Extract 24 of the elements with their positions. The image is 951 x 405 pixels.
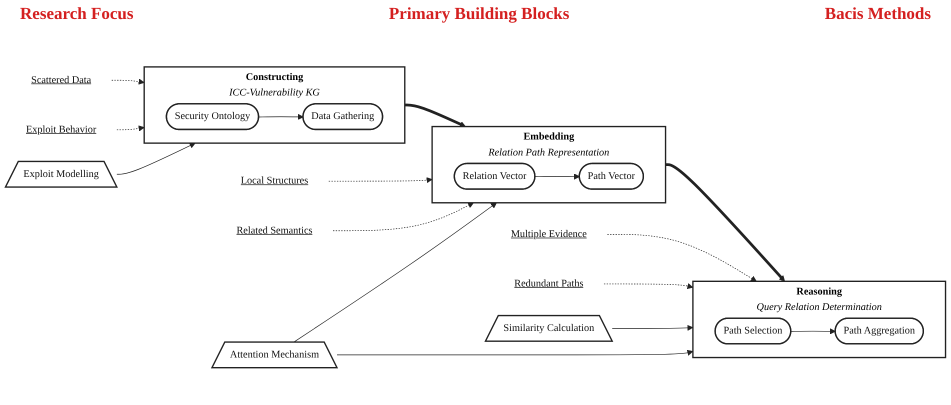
arrow bbox=[404, 104, 466, 128]
node-text: Scattered Data bbox=[31, 74, 92, 86]
arrow bbox=[294, 202, 497, 342]
arrow bbox=[612, 324, 694, 331]
arrow bbox=[111, 78, 144, 85]
arrow bbox=[790, 328, 836, 334]
node-text: Redundant Paths bbox=[514, 278, 584, 290]
arrow bbox=[328, 177, 432, 184]
node-text: Multiple Evidence bbox=[510, 228, 587, 240]
arrow bbox=[604, 283, 694, 289]
arrow bbox=[116, 125, 144, 132]
arrow bbox=[607, 234, 757, 282]
arrow bbox=[534, 174, 580, 180]
arrow bbox=[336, 350, 694, 356]
arrow bbox=[666, 163, 786, 282]
arrow bbox=[332, 202, 474, 232]
node-text: Exploit Behavior bbox=[26, 124, 96, 136]
column-heading: Research Focus bbox=[20, 4, 134, 25]
arrow bbox=[258, 114, 304, 120]
column-heading: Bacis Methods bbox=[824, 4, 931, 25]
arrow bbox=[116, 142, 196, 175]
node-text: Related Semantics bbox=[236, 225, 312, 236]
column-heading: Primary Building Blocks bbox=[388, 4, 570, 25]
node-text: Local Structures bbox=[240, 176, 308, 186]
